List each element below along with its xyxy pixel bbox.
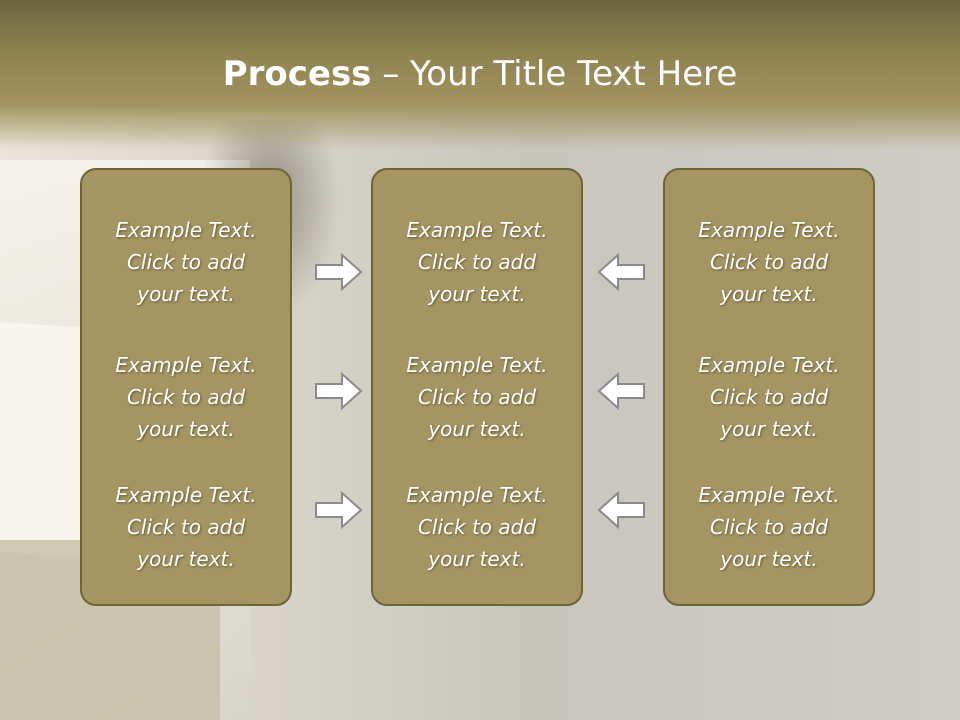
box-text[interactable]: Example Text. Click to add your text. xyxy=(115,483,257,571)
right-arrow-icon xyxy=(315,490,363,530)
box-text[interactable]: Example Text. Click to add your text. xyxy=(115,218,257,306)
box-text[interactable]: Example Text. Click to add your text. xyxy=(406,218,548,306)
box-text[interactable]: Example Text. Click to add your text. xyxy=(115,353,257,441)
right-arrow-icon xyxy=(315,252,363,292)
box-text[interactable]: Example Text. Click to add your text. xyxy=(698,483,840,571)
process-box-center[interactable]: Example Text. Click to add your text. Ex… xyxy=(371,168,583,606)
right-arrow-icon xyxy=(315,371,363,411)
left-arrow-icon xyxy=(597,371,645,411)
title-bold: Process xyxy=(222,54,372,94)
title-band xyxy=(0,0,960,150)
title-rest: – Your Title Text Here xyxy=(371,54,738,94)
box-text[interactable]: Example Text. Click to add your text. xyxy=(698,353,840,441)
box-text[interactable]: Example Text. Click to add your text. xyxy=(406,353,548,441)
left-arrow-icon xyxy=(597,252,645,292)
box-text[interactable]: Example Text. Click to add your text. xyxy=(698,218,840,306)
left-arrow-icon xyxy=(597,490,645,530)
slide-title[interactable]: Process – Your Title Text Here xyxy=(0,52,960,96)
process-box-right[interactable]: Example Text. Click to add your text. Ex… xyxy=(663,168,875,606)
box-text[interactable]: Example Text. Click to add your text. xyxy=(406,483,548,571)
process-box-left[interactable]: Example Text. Click to add your text. Ex… xyxy=(80,168,292,606)
